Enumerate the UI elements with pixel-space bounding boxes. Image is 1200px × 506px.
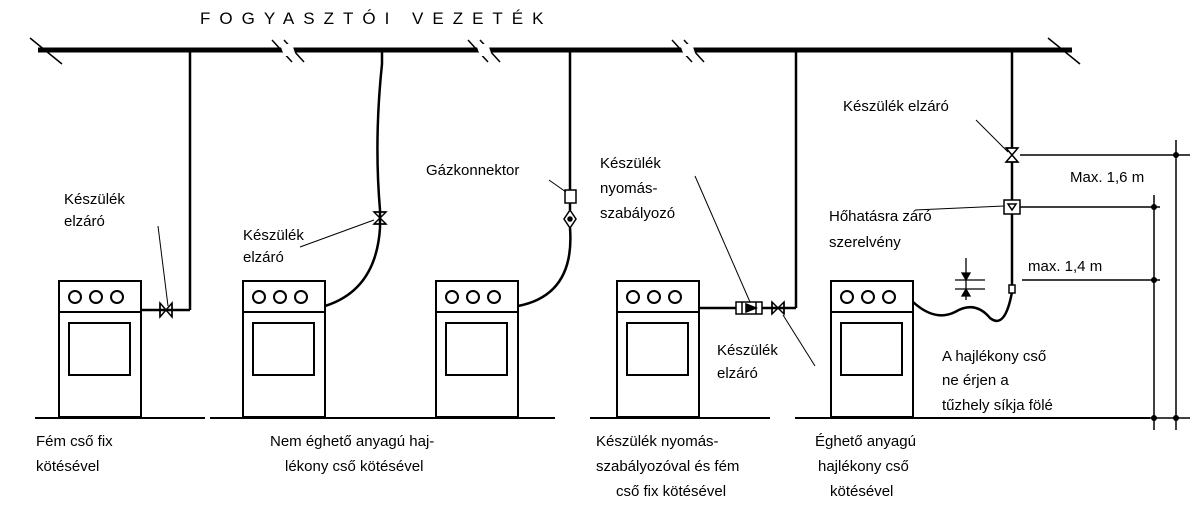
stove-4 [616,280,700,418]
label-max-1-4: max. 1,4 m [1028,258,1102,275]
label-elzaro-3: Készülék elzáró [717,342,778,382]
label-elzaro-4: Készülék elzáró [843,98,949,115]
svg-text:szabályozó: szabályozó [600,205,675,222]
svg-text:lékony cső kötésével: lékony cső kötésével [285,458,423,475]
valve-4-icon [771,300,785,316]
svg-text:kötésével: kötésével [36,458,99,475]
pressure-regulator-icon [735,301,763,315]
svg-text:A hajlékony cső: A hajlékony cső [942,348,1046,365]
svg-text:Nem éghető anyagú haj-: Nem éghető anyagú haj- [270,433,434,450]
caption-2: Nem éghető anyagú haj- lékony cső kötésé… [270,433,434,475]
dimension-dots [1151,152,1179,421]
label-gazkonnektor: Gázkonnektor [426,162,519,179]
valve-5-icon [1004,147,1020,163]
svg-text:Éghető anyagú: Éghető anyagú [815,433,916,450]
label-hohatasra: Hőhatásra záró szerelvény [829,208,932,251]
leader-elzaro-1 [157,225,169,307]
caption-3: Készülék nyomás- szabályozóval és fém cs… [596,433,739,500]
svg-text:ne érjen a: ne érjen a [942,372,1009,389]
hose-fitting-icon [1008,284,1016,294]
caption-1: Fém cső fix kötésével [36,433,113,475]
connection-5-pipe [912,52,1014,323]
label-nyomasszabalyozo: Készülék nyomás- szabályozó [600,155,675,222]
svg-text:Készülék: Készülék [64,191,125,208]
leader-nyomasszabalyozo [694,175,751,303]
svg-text:Fém cső fix: Fém cső fix [36,433,113,450]
height-dimension [980,140,1190,430]
leader-elzaro-4 [975,119,1009,153]
label-max-1-6: Max. 1,6 m [1070,169,1144,186]
svg-text:elzáró: elzáró [64,213,105,230]
svg-text:nyomás-: nyomás- [600,180,658,197]
valve-2-icon [372,211,388,225]
svg-text:elzáró: elzáró [243,249,284,266]
label-hajlekony-note: A hajlékony cső ne érjen a tűzhely síkja… [942,348,1053,414]
stove-2 [242,280,326,418]
connection-3-pipe [517,52,572,308]
connection-1-pipe [141,52,192,312]
gap-dimension [955,258,985,300]
main-pipe-title: FOGYASZTÓI VEZETÉK [200,9,553,28]
label-elzaro-1: Készülék elzáró [64,191,125,230]
stove-3 [435,280,519,418]
svg-text:elzáró: elzáró [717,365,758,382]
svg-text:Készülék: Készülék [600,155,661,172]
leader-elzaro-2 [299,219,375,248]
thermal-shutoff-icon [1003,199,1021,215]
svg-text:Készülék: Készülék [717,342,778,359]
connection-2-pipe [324,52,384,308]
svg-text:hajlékony cső: hajlékony cső [818,458,909,475]
label-elzaro-2: Készülék elzáró [243,227,304,266]
main-supply-pipe [29,37,1081,65]
leader-elzaro-3 [782,314,816,367]
svg-text:Hőhatásra záró: Hőhatásra záró [829,208,932,225]
svg-text:szerelvény: szerelvény [829,234,901,251]
svg-text:cső fix kötésével: cső fix kötésével [616,483,726,500]
valve-1-icon [159,300,173,320]
leader-gazkonnektor [548,179,567,193]
gas-connector-icon [563,189,577,230]
svg-text:Készülék nyomás-: Készülék nyomás- [596,433,719,450]
stove-1 [58,280,142,418]
svg-text:kötésével: kötésével [830,483,893,500]
caption-4: Éghető anyagú hajlékony cső kötésével [815,433,916,500]
pipe-breaks [280,44,696,56]
svg-text:szabályozóval és fém: szabályozóval és fém [596,458,739,475]
stove-5 [830,280,914,418]
svg-text:tűzhely síkja fölé: tűzhely síkja fölé [942,397,1053,414]
connection-4-pipe [699,52,798,310]
svg-text:Készülék: Készülék [243,227,304,244]
leader-hohatasra [914,205,1005,211]
